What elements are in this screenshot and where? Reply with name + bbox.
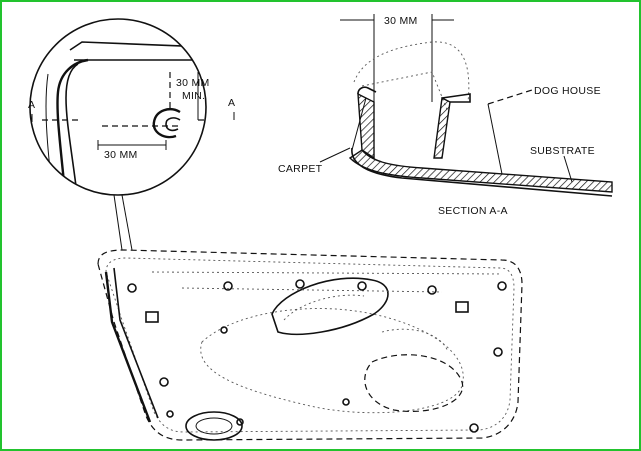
armrest-pull (271, 277, 389, 336)
detail-circle (29, 18, 207, 196)
carpet-label: CARPET (278, 163, 323, 175)
dog-house-leader (487, 89, 533, 105)
section-title: SECTION A-A (438, 205, 508, 217)
section-view: 30 MM DOG HOUSE SUBSTRATE CARPET SECTION… (278, 14, 613, 217)
dog-house-label: DOG HOUSE (534, 85, 601, 97)
section-mark-right: A (228, 97, 235, 109)
fastener-clips (127, 279, 507, 433)
detail-view: 30 MM MIN. 30 MM A A (28, 18, 235, 251)
substrate-label: SUBSTRATE (530, 145, 595, 157)
speaker-boss (185, 411, 243, 441)
detail-dim-vertical: 30 MM (176, 77, 210, 89)
door-panel (97, 249, 523, 441)
detail-dim-min: MIN. (182, 90, 205, 102)
carpet-leader (319, 147, 351, 163)
section-dim-top: 30 MM (384, 15, 418, 27)
speaker-grille (364, 354, 464, 412)
square-clip-left (145, 311, 159, 323)
section-mark-left: A (28, 99, 35, 111)
map-pocket (200, 308, 464, 414)
square-clip-right (455, 301, 469, 313)
detail-leader-right (121, 194, 133, 251)
detail-leader-left (113, 194, 123, 251)
substrate-leader (563, 155, 573, 183)
detail-dim-horizontal: 30 MM (104, 149, 138, 161)
